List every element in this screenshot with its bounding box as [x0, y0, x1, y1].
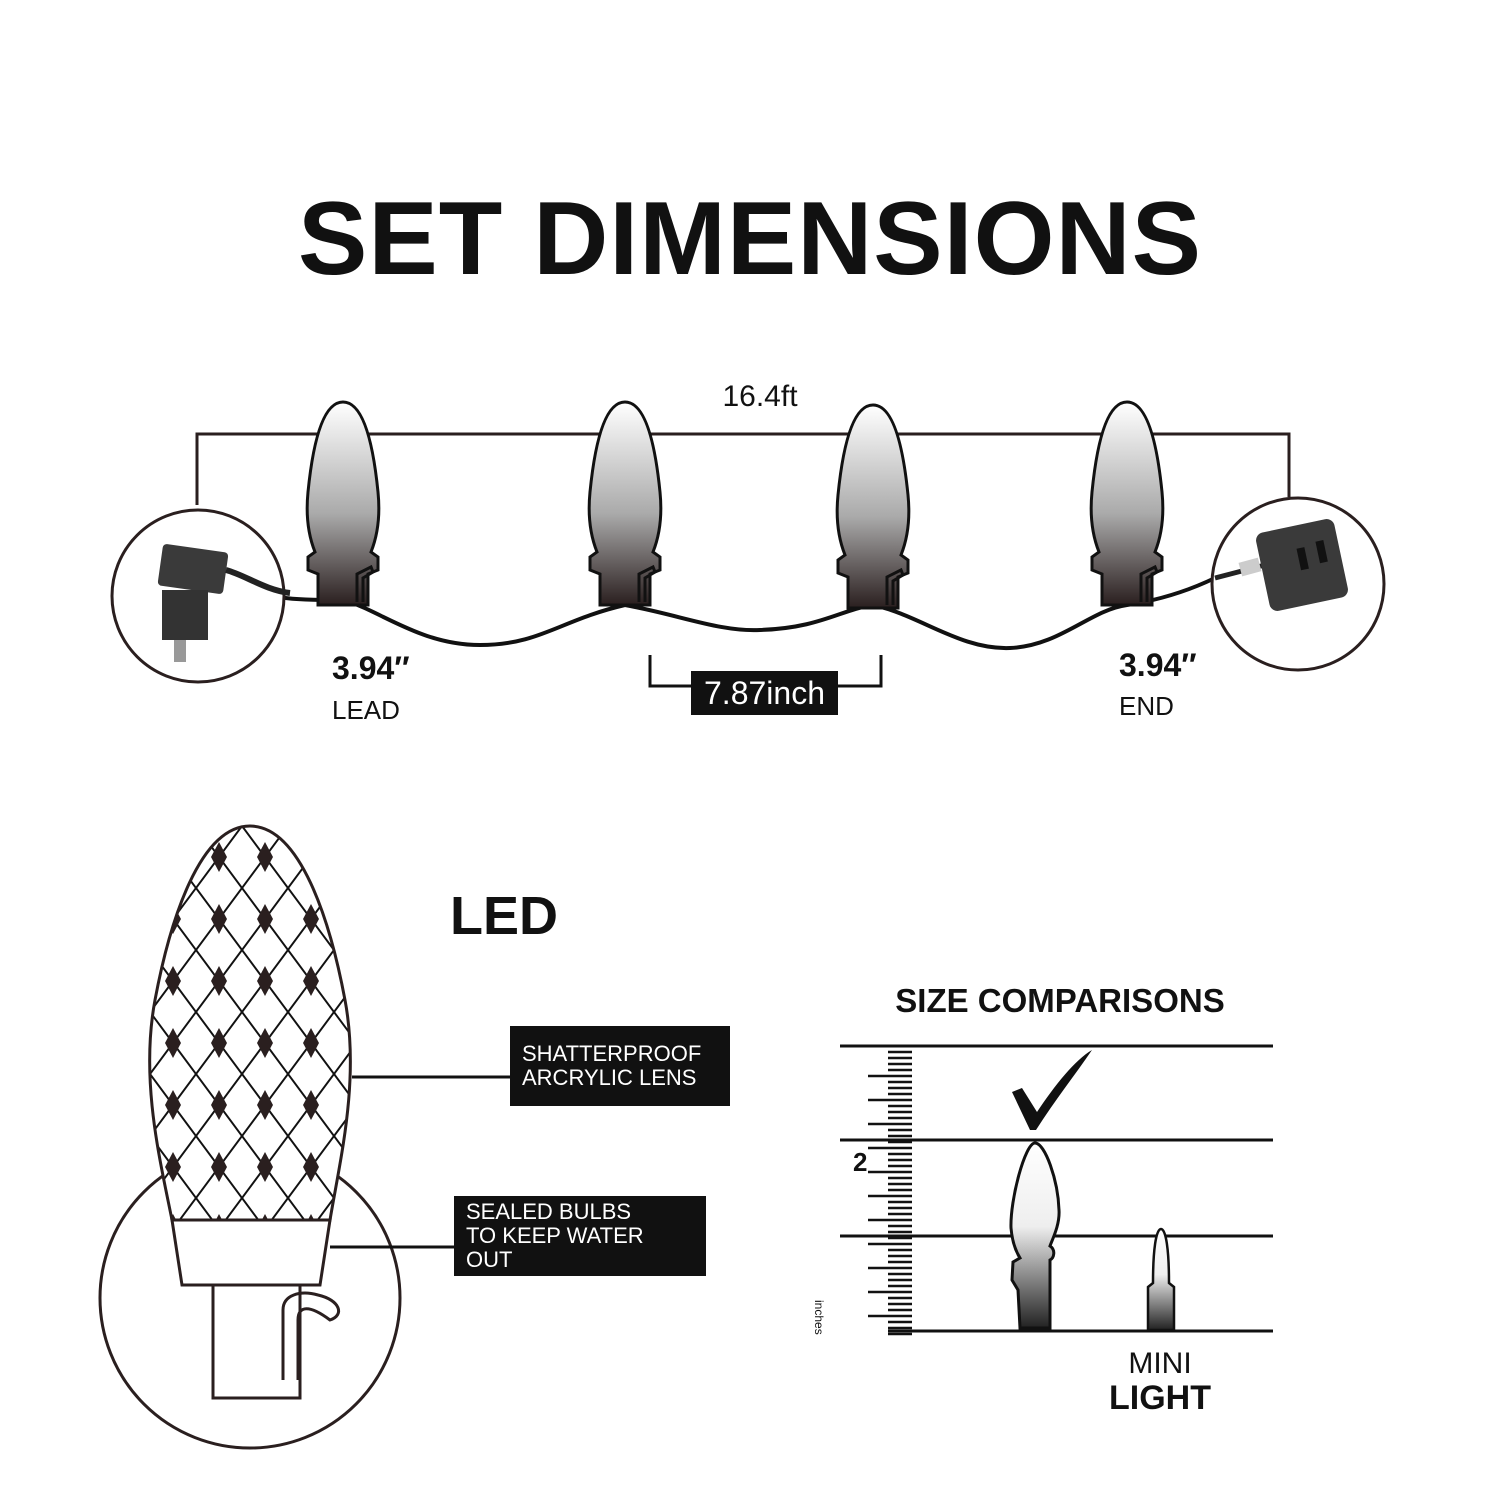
ruler: [868, 1050, 912, 1336]
total-length-label: 16.4ft: [722, 380, 798, 413]
sealed-callout: SEALED BULBS TO KEEP WATER OUT: [454, 1196, 706, 1276]
sealed-callout-line1: SEALED BULBS: [466, 1199, 632, 1224]
checkmark-icon: [1012, 1050, 1092, 1130]
sealed-callout-line2: TO KEEP WATER OUT: [466, 1223, 644, 1272]
bulb-1: [305, 400, 381, 607]
ruler-mark-2: 2: [853, 1147, 868, 1177]
mini-line1: MINI: [1128, 1347, 1192, 1380]
bulb-2: [587, 400, 663, 607]
size-comparison-heading: SIZE COMPARISONS: [895, 982, 1225, 1019]
lens-callout-line2: ARCRYLIC LENS: [522, 1065, 697, 1090]
led-bulb-illustration: [98, 824, 510, 1450]
lens-callout-line1: SHATTERPROOF: [522, 1041, 702, 1066]
end-length: 3.94″: [1119, 647, 1197, 683]
lead-label: LEAD: [332, 695, 400, 725]
mini-bulb: [1146, 1227, 1176, 1332]
length-bracket: [195, 432, 1291, 505]
bulb-3: [835, 403, 911, 610]
size-comparison-chart: [840, 1044, 1273, 1336]
page-title: SET DIMENSIONS: [298, 181, 1202, 297]
end-label: END: [1119, 691, 1174, 721]
bulb-4: [1089, 400, 1165, 607]
lens-callout: SHATTERPROOF ARCRYLIC LENS: [510, 1026, 730, 1106]
bulb-spacing-label: 7.87inch: [691, 671, 838, 715]
mini-line2: LIGHT: [1109, 1379, 1211, 1417]
male-plug-inset: [110, 508, 291, 684]
lead-length: 3.94″: [332, 650, 410, 686]
led-heading: LED: [450, 886, 558, 946]
ruler-unit: inches: [812, 1300, 826, 1335]
c9-bulb-small: [1009, 1141, 1061, 1330]
female-plug-inset: [1210, 496, 1386, 672]
wire: [239, 576, 1216, 651]
mini-light-label: MINI LIGHT: [1090, 1347, 1230, 1415]
